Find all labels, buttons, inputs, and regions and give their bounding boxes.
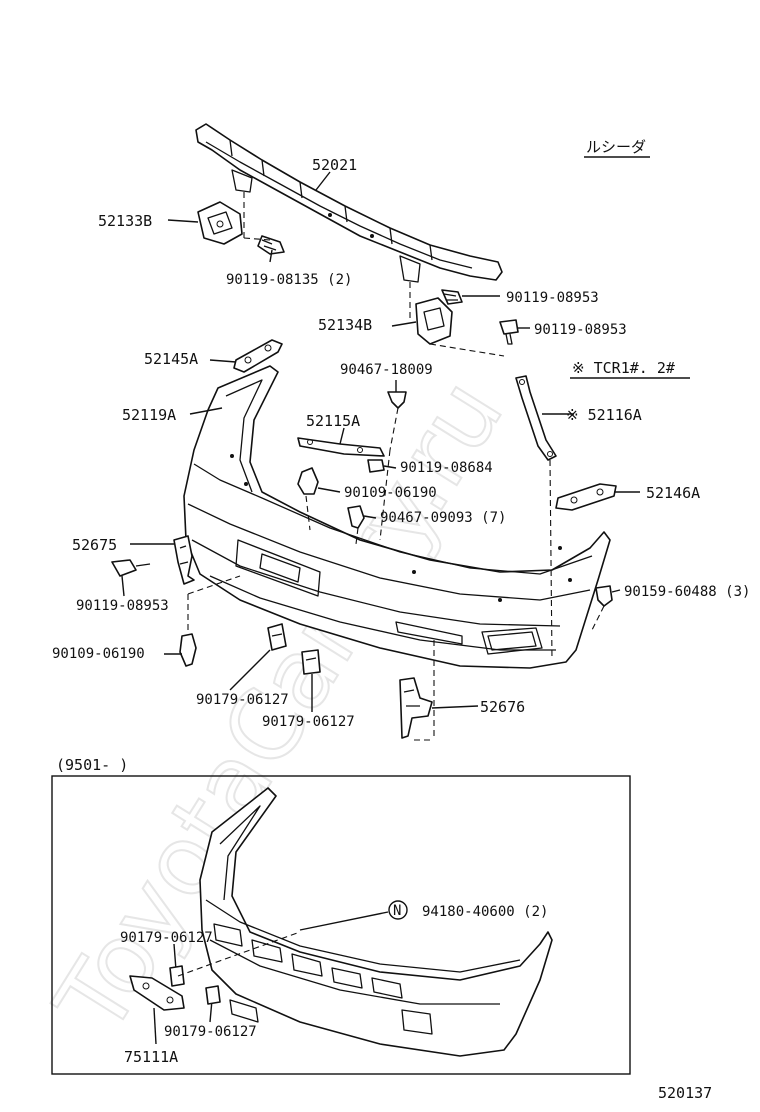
bolt-90119-08953-lower xyxy=(499,319,519,345)
label-90179-06127-a: 90179-06127 xyxy=(196,692,289,708)
label-52021: 52021 xyxy=(312,156,357,174)
bumper-cover-52119a xyxy=(183,365,611,669)
variant-note: ※ TCR1#. 2# xyxy=(572,359,675,377)
label-90159-60488: 90159-60488 (3) xyxy=(624,584,750,600)
retainer-52146a xyxy=(555,483,617,511)
label-52119a: 52119A xyxy=(122,406,176,424)
clip-90159-60488 xyxy=(595,585,613,607)
label-52116a: ※ 52116A xyxy=(566,406,642,424)
inset-dashed-line xyxy=(177,931,301,977)
nut-90179-06127-b xyxy=(301,649,321,675)
inset-frame xyxy=(51,775,631,1075)
nut-90179-06127-a xyxy=(267,623,287,651)
assembly-dashed-lines xyxy=(187,192,605,741)
label-75111a: 75111A xyxy=(124,1048,178,1066)
label-90467-09093: 90467-09093 (7) xyxy=(380,510,506,526)
label-90179-06127-b: 90179-06127 xyxy=(262,714,355,730)
label-90179-06127-c: 90179-06127 xyxy=(120,930,213,946)
nut-90179-06127-d xyxy=(205,985,221,1005)
label-52675: 52675 xyxy=(72,536,117,554)
clip-90109-06190-lower xyxy=(179,633,197,667)
label-90119-08684: 90119-08684 xyxy=(400,460,493,476)
bracket-52676 xyxy=(399,677,433,739)
svg-text:N: N xyxy=(393,903,401,919)
new-part-mark: N xyxy=(388,900,408,920)
inset-title: (9501- ) xyxy=(56,756,128,774)
retainer-52145a xyxy=(233,339,283,373)
nut-90179-06127-c xyxy=(169,965,185,987)
bracket-75111a xyxy=(129,975,185,1011)
label-52146a: 52146A xyxy=(646,484,700,502)
screw-90119-08684 xyxy=(367,459,385,473)
label-90179-06127-d: 90179-06127 xyxy=(164,1024,257,1040)
bolt-90119-08135 xyxy=(257,235,285,255)
label-52115a: 52115A xyxy=(306,412,360,430)
label-90119-08953-b: 90119-08953 xyxy=(534,322,627,338)
label-52134b: 52134B xyxy=(318,316,372,334)
label-52145a: 52145A xyxy=(144,350,198,368)
label-90109-06190-b: 90109-06190 xyxy=(52,646,145,662)
label-90467-18009: 90467-18009 xyxy=(340,362,433,378)
inset-bumper-cover xyxy=(199,787,553,1057)
label-52133b: 52133B xyxy=(98,212,152,230)
figure-code: 520137 xyxy=(658,1084,712,1102)
label-90119-08135: 90119-08135 (2) xyxy=(226,272,352,288)
bracket-52675 xyxy=(173,535,195,585)
label-90109-06190-a: 90109-06190 xyxy=(344,485,437,501)
bolt-90119-08953-upper xyxy=(441,289,463,305)
clip-90467-09093 xyxy=(347,505,365,529)
label-90119-08953-a: 90119-08953 xyxy=(506,290,599,306)
label-90119-08953-c: 90119-08953 xyxy=(76,598,169,614)
region-note: ルシーダ xyxy=(586,138,646,156)
label-52676: 52676 xyxy=(480,698,525,716)
clip-90467-18009 xyxy=(387,391,407,409)
stay-52116a xyxy=(515,375,557,461)
leader-lines xyxy=(121,171,640,1045)
clip-90109-06190-upper xyxy=(297,467,319,495)
bracket-52134b xyxy=(415,297,453,345)
bolt-90119-08953-left xyxy=(111,559,151,577)
bracket-52133b xyxy=(197,201,243,245)
label-94180-40600: 94180-40600 (2) xyxy=(422,904,548,920)
bumper-reinforcement-52021 xyxy=(195,123,503,283)
